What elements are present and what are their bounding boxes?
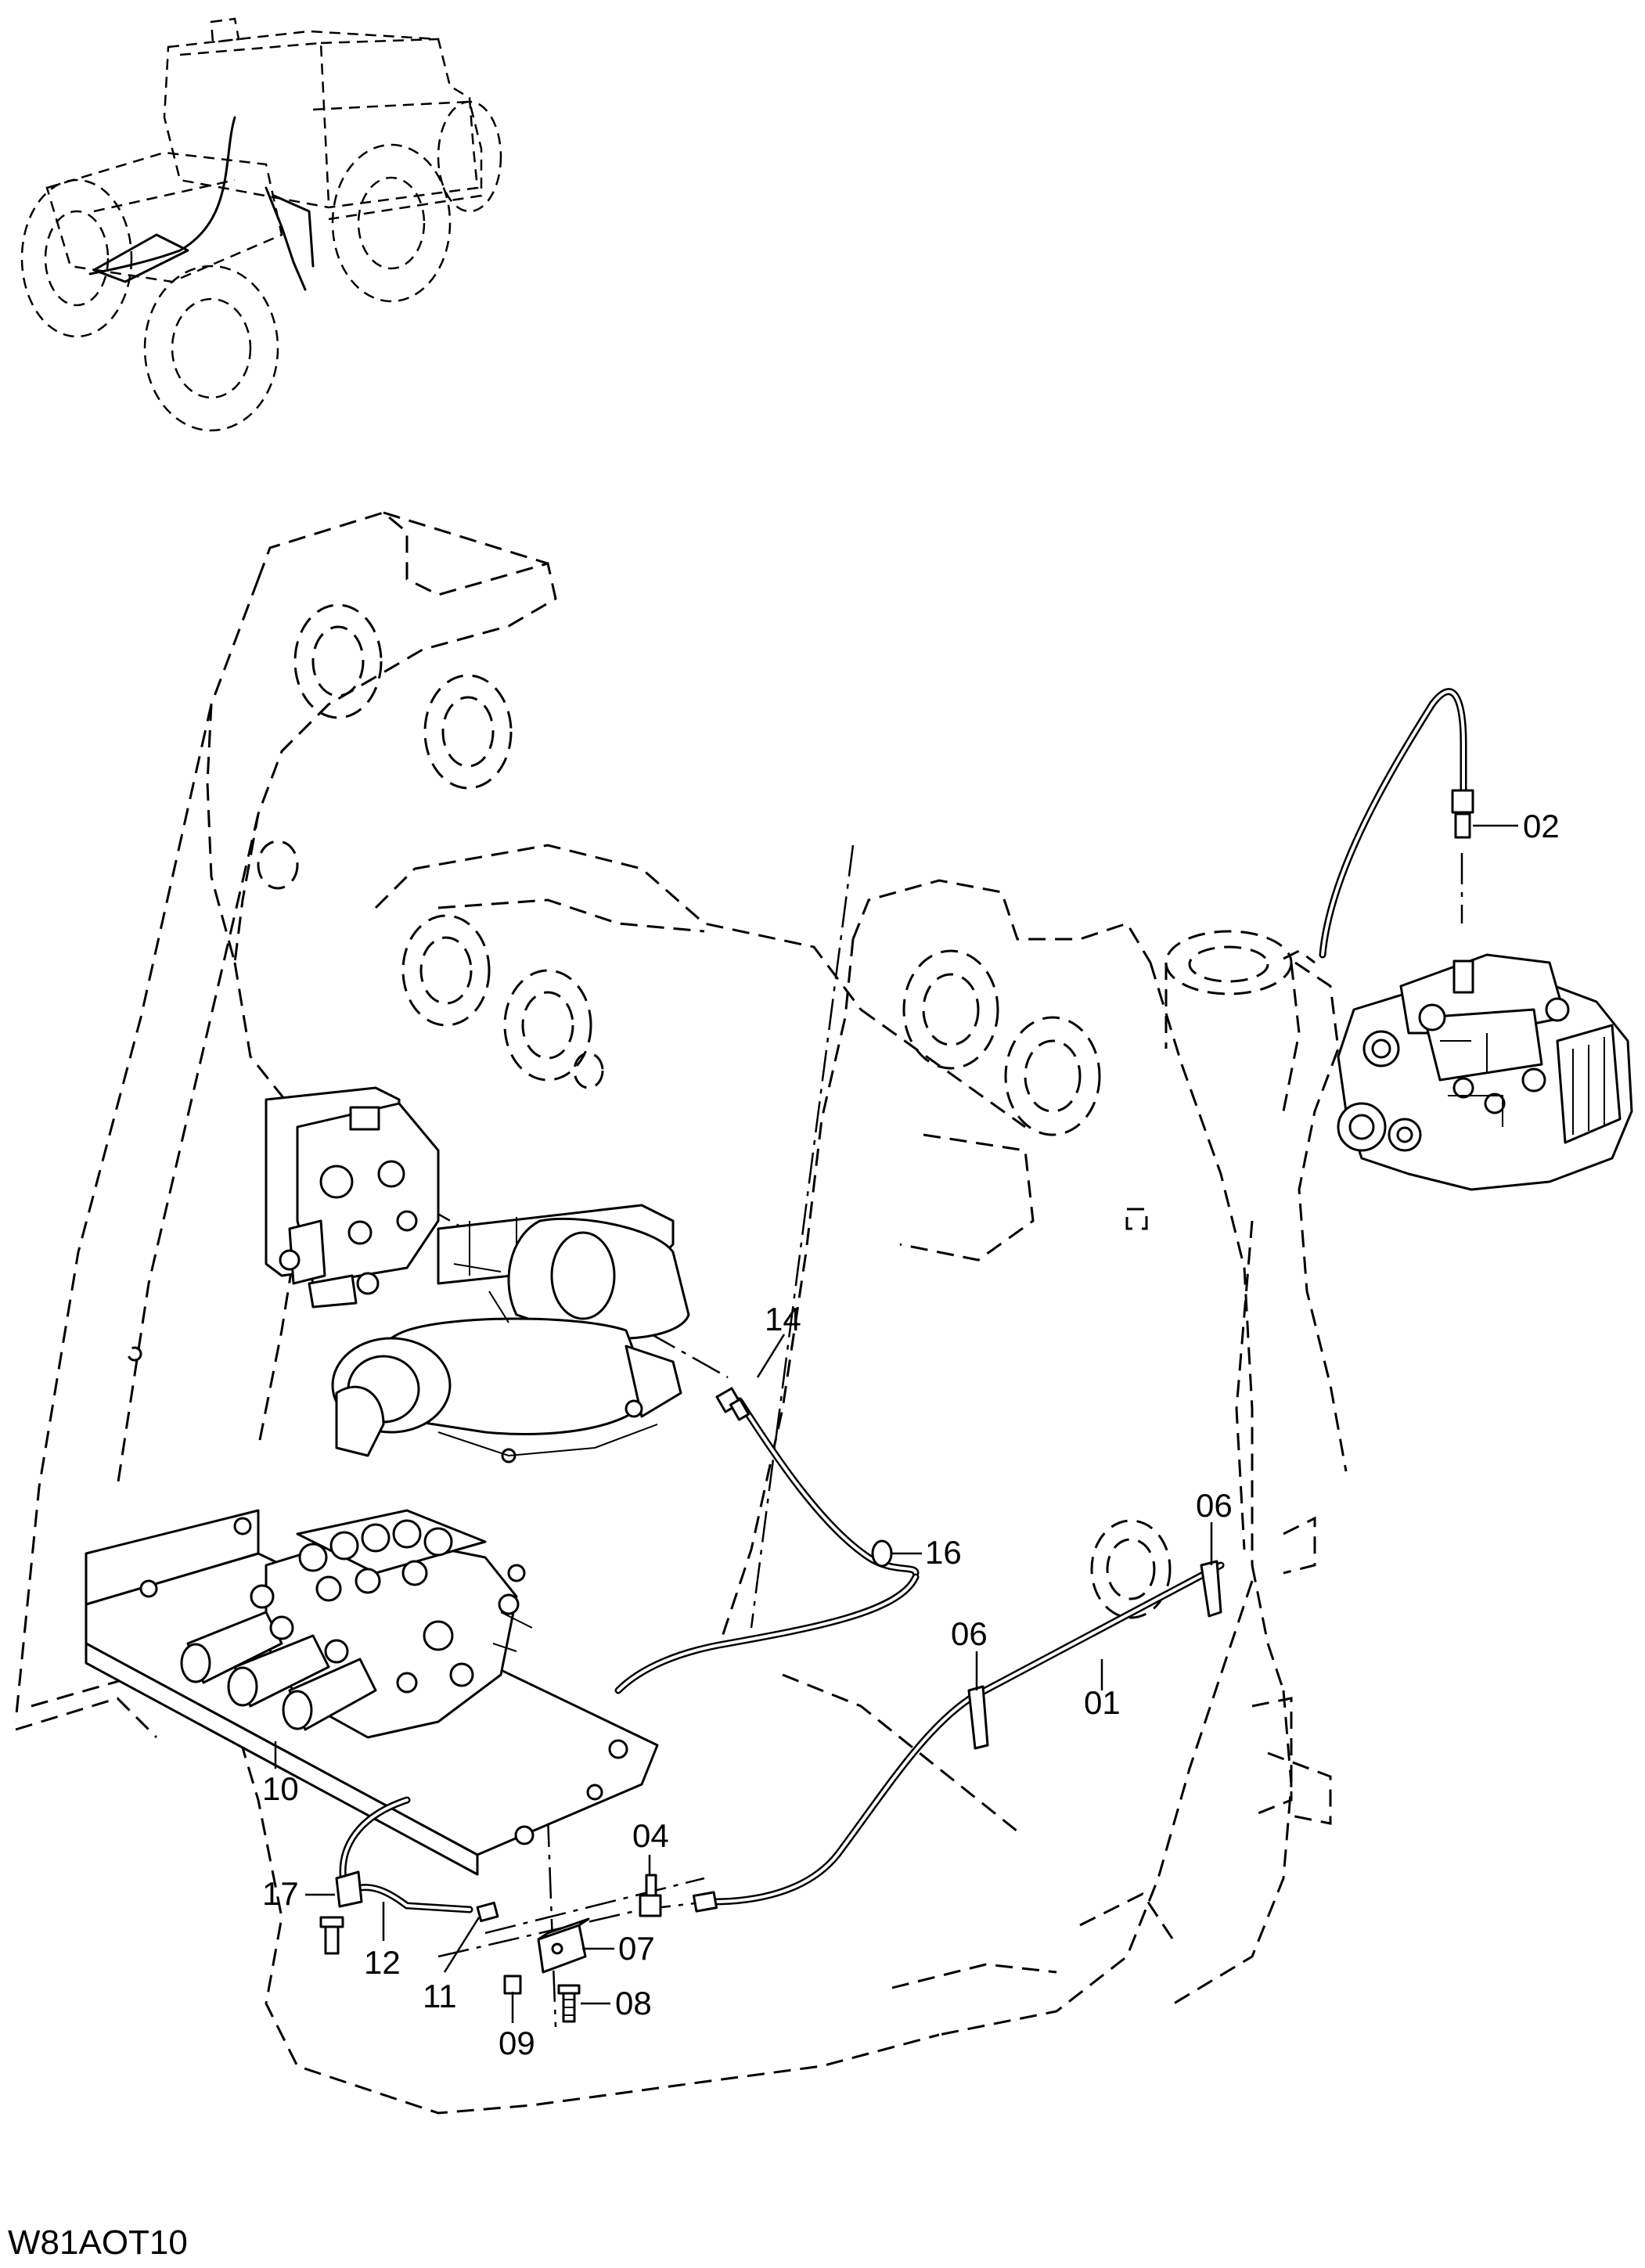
callout-14: 14 bbox=[765, 1301, 801, 1337]
drawing-code: W81AOT10 bbox=[8, 2223, 188, 2262]
callout-01: 01 bbox=[1084, 1684, 1121, 1721]
callout-02: 02 bbox=[1523, 808, 1560, 844]
callout-06-lower: 06 bbox=[951, 1615, 988, 1652]
loader-frame-phantom bbox=[14, 511, 1348, 2115]
callout-leaders bbox=[274, 824, 1518, 2023]
callout-08: 08 bbox=[615, 1985, 652, 2021]
callout-17: 17 bbox=[262, 1875, 299, 1912]
callout-11: 12 bbox=[364, 1944, 401, 1981]
valve-accumulator-assembly bbox=[265, 1086, 690, 1463]
callout-10: 10 bbox=[262, 1770, 299, 1807]
callout-16: 16 bbox=[925, 1534, 962, 1571]
callout-labels: 02 14 16 06 06 01 10 04 17 12 07 11 08 0… bbox=[262, 808, 1560, 2061]
callout-07: 07 bbox=[618, 1930, 655, 1967]
control-valve-assembly bbox=[85, 1509, 659, 1876]
callout-04: 04 bbox=[632, 1817, 669, 1854]
fittings bbox=[319, 789, 1487, 2023]
hydraulic-pump-assembly bbox=[1337, 953, 1633, 1191]
assembly-centerlines bbox=[422, 844, 1463, 2028]
callout-06-upper: 06 bbox=[1196, 1487, 1233, 1524]
callout-12: 11 bbox=[423, 1978, 457, 2014]
hose-routing bbox=[339, 688, 1467, 1913]
machine-locator-thumbnail bbox=[20, 17, 502, 432]
callout-09: 09 bbox=[499, 2025, 535, 2061]
